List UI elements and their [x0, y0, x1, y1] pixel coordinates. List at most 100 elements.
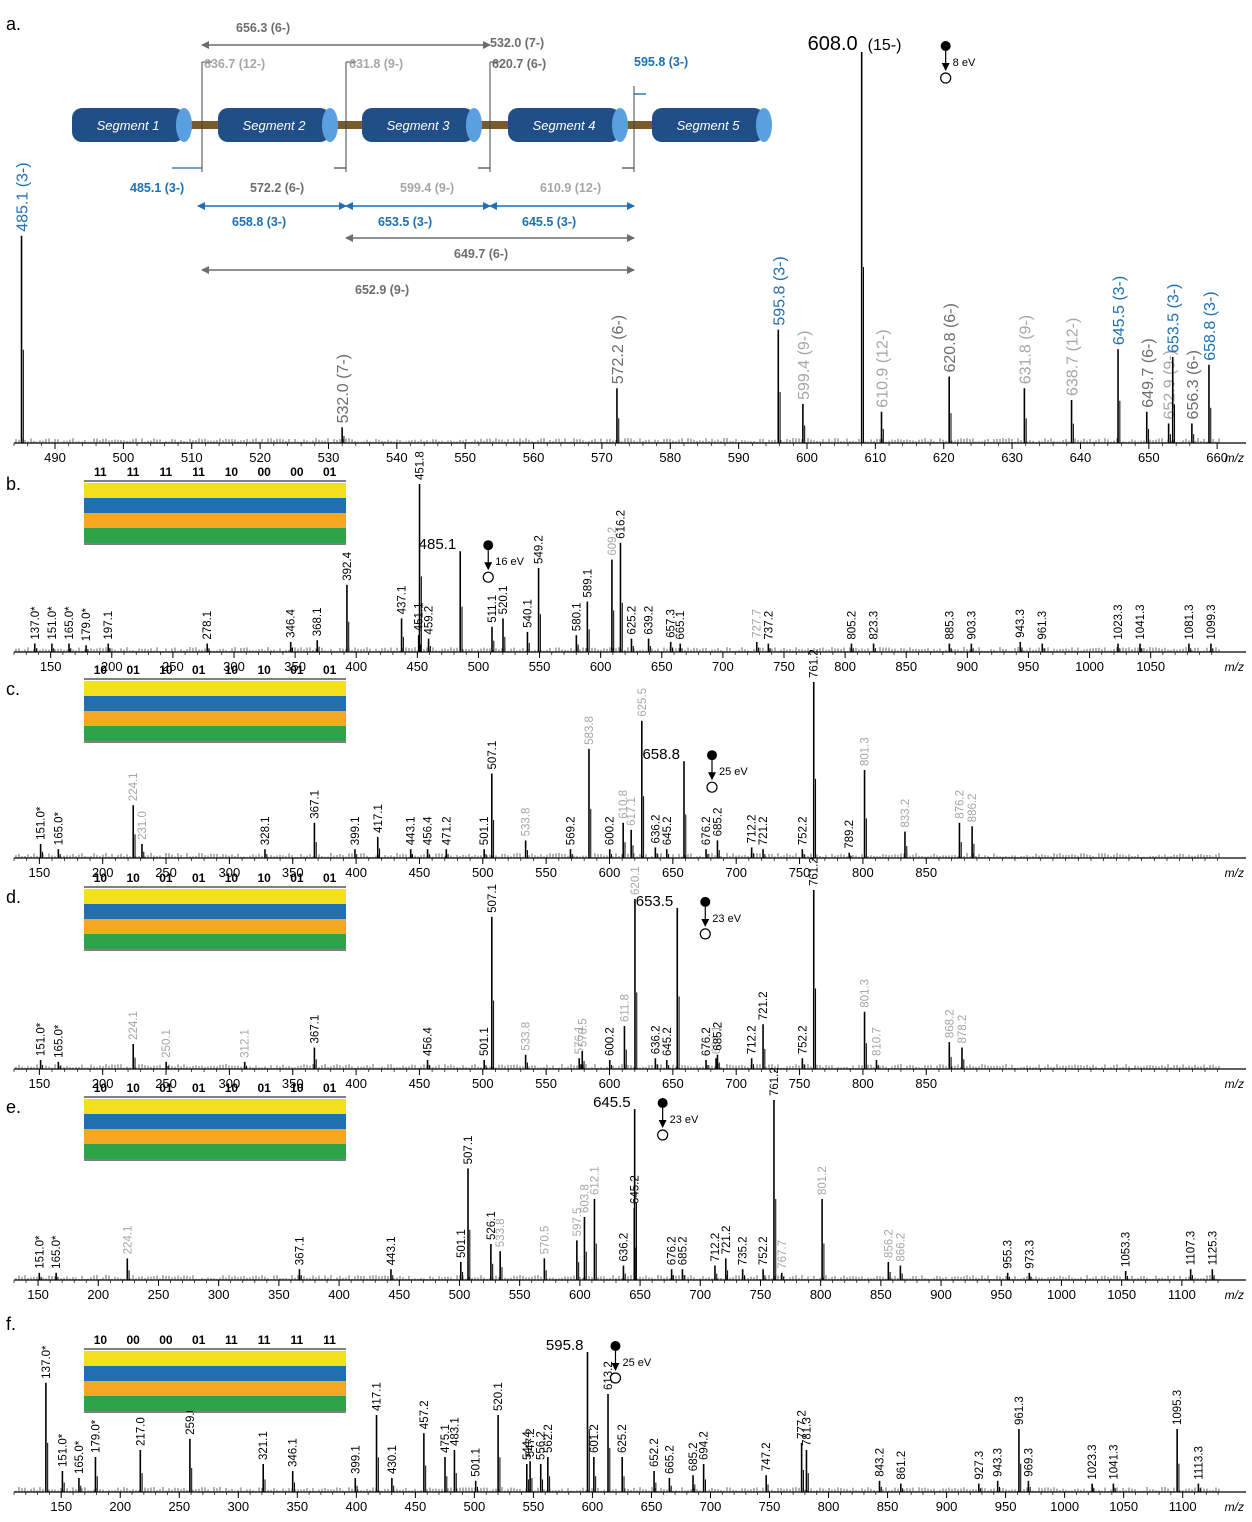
precursor-open-circle — [699, 928, 711, 940]
peak-label: 721.2 — [758, 816, 770, 845]
sequence-strand — [84, 904, 346, 919]
precursor-mz: 608.0 — [808, 33, 858, 55]
peak-label: 259.0 — [185, 1406, 197, 1435]
peak-label: 620.8 (6-) — [942, 303, 959, 372]
tick-label: 750 — [750, 1287, 772, 1302]
sequence-code: 10 — [94, 663, 108, 677]
tick-label: 700 — [712, 659, 734, 674]
segment-cap — [466, 108, 482, 142]
sequence-code: 00 — [257, 465, 271, 479]
peak-label: 507.1 — [463, 1136, 475, 1165]
tick-label: 450 — [388, 1287, 410, 1302]
peak-label: 520.1 — [498, 586, 510, 615]
sequence-code: 10 — [94, 871, 108, 885]
sequence-code: 00 — [290, 465, 304, 479]
tick-label: 1050 — [1107, 1287, 1136, 1302]
peak-label: 616.2 — [615, 510, 627, 539]
sequence-code: 01 — [126, 663, 140, 677]
sequence-strand — [84, 1099, 346, 1114]
sequence-strand — [84, 1366, 346, 1381]
segment-cap — [756, 108, 772, 142]
tick-label: 570 — [591, 450, 613, 465]
tick-label: 150 — [28, 1076, 50, 1091]
peak-label: 878.2 — [957, 1015, 969, 1044]
peak-label: 631.8 (9-) — [1017, 315, 1034, 384]
peak-label: 676.2 — [667, 1236, 679, 1265]
sequence-code: 01 — [323, 871, 337, 885]
segment-cap — [612, 108, 628, 142]
tick-label: 450 — [409, 865, 431, 880]
tick-label: 150 — [28, 865, 50, 880]
peak-label: 1023.3 — [1087, 1444, 1099, 1479]
precursor-mz: 653.5 — [636, 893, 674, 910]
peak-label: 1023.3 — [1113, 604, 1125, 639]
peak-label: 456.4 — [423, 1027, 435, 1056]
tick-label: 1050 — [1136, 659, 1165, 674]
peak-label: 656.3 (6-) — [1185, 350, 1202, 419]
peak-label: 456.4 — [423, 816, 435, 845]
peak-label: 556.2 — [536, 1431, 548, 1460]
peak-label: 777.2 — [797, 1410, 809, 1439]
peak-label: 399.1 — [350, 1445, 362, 1474]
tick-label: 350 — [268, 1287, 290, 1302]
x-axis-label: m/z — [1225, 451, 1244, 465]
peak-label: 151.0* — [57, 1433, 69, 1467]
precursor-mz: 645.5 — [593, 1094, 631, 1111]
tick-label: 600 — [569, 1287, 591, 1302]
tick-label: 750 — [789, 1076, 811, 1091]
peak-label: 610.8 — [618, 790, 630, 819]
peak-label: 601.2 — [589, 1424, 601, 1453]
peak-label: 761.2 — [809, 649, 821, 678]
collision-energy: 16 eV — [495, 556, 524, 568]
peak-label: 636.2 — [618, 1233, 630, 1262]
peak-label: 961.3 — [1037, 611, 1049, 640]
fragment-label: 485.1 (3-) — [130, 181, 184, 195]
tick-label: 650 — [662, 865, 684, 880]
tick-label: 610 — [865, 450, 887, 465]
peak-label: 712.2 — [747, 1025, 759, 1054]
peak-label: 735.2 — [738, 1236, 750, 1265]
tick-label: 650 — [629, 1287, 651, 1302]
collision-energy: 23 eV — [670, 1114, 699, 1126]
panel-letter: a. — [6, 14, 21, 34]
fragment-label: 645.5 (3-) — [522, 215, 576, 229]
peak-label: 611.8 — [619, 994, 631, 1022]
fragment-label: 572.2 (6-) — [250, 181, 304, 195]
tick-label: 1050 — [1109, 1499, 1138, 1514]
tick-label: 500 — [113, 450, 135, 465]
peak-label: 475.1 — [440, 1424, 452, 1453]
peak-label: 625.2 — [617, 1424, 629, 1453]
tick-label: 750 — [773, 659, 795, 674]
tick-label: 550 — [454, 450, 476, 465]
peak-label: 658.8 (3-) — [1202, 291, 1219, 360]
tick-label: 200 — [92, 865, 114, 880]
peak-label: 617.1 — [626, 797, 638, 826]
tick-label: 700 — [725, 1076, 747, 1091]
fragment-label: 636.7 (12-) — [204, 57, 265, 71]
segment-cylinder — [362, 108, 474, 142]
tick-label: 660 — [1206, 450, 1228, 465]
peak-label: 321.1 — [258, 1431, 270, 1460]
segment-cylinder — [72, 108, 184, 142]
fragment-label: 653.5 (3-) — [378, 215, 432, 229]
peak-label: 886.2 — [967, 794, 979, 823]
tick-label: 700 — [689, 1287, 711, 1302]
tick-label: 200 — [92, 1076, 114, 1091]
peak-label: 620.1 — [630, 866, 642, 895]
peak-label: 645.2 — [662, 1027, 674, 1056]
peak-label: 367.1 — [309, 1015, 321, 1044]
tick-label: 400 — [345, 1499, 367, 1514]
precursor-charge: (15-) — [868, 37, 902, 54]
segment-cap — [176, 108, 192, 142]
tick-label: 800 — [810, 1287, 832, 1302]
x-axis-label: m/z — [1225, 1500, 1244, 1514]
sequence-strand — [84, 483, 346, 498]
peak-label: 712.2 — [747, 815, 759, 844]
peak-label: 533.8 — [495, 1218, 507, 1247]
panel-letter: d. — [6, 887, 21, 907]
sequence-code: 11 — [160, 465, 173, 479]
precursor-mz: 485.1 — [419, 536, 457, 553]
peak-label: 600.2 — [605, 816, 617, 845]
tick-label: 1100 — [1168, 1287, 1196, 1302]
